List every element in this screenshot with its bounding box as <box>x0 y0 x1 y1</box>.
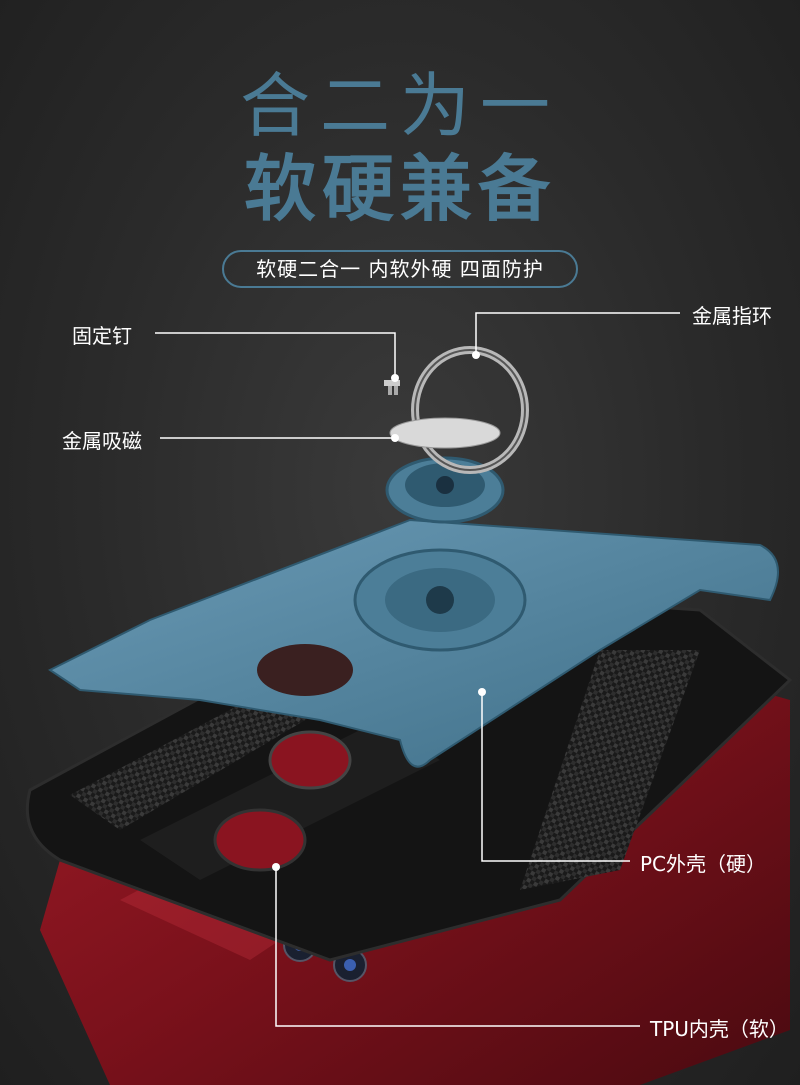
callout-dots <box>272 351 486 871</box>
fixing-pin <box>384 380 400 395</box>
feature-tagline: 软硬二合一 内软外硬 四面防护 <box>222 250 578 288</box>
callout-label-fixing-pin: 固定钉 <box>72 324 132 348</box>
callout-label-metal-ring: 金属指环 <box>692 304 772 328</box>
callout-line-metal-ring <box>475 312 680 355</box>
headline-line-1: 合二为一 <box>240 65 560 147</box>
callout-lines <box>155 312 680 1027</box>
callout-line-fixing-pin <box>155 332 396 378</box>
callout-label-pc-shell: PC外壳（硬） <box>640 852 767 876</box>
callout-line-tpu-shell <box>275 867 640 1027</box>
callout-line-pc-shell <box>481 692 630 862</box>
callout-label-tpu-shell: TPU内壳（软） <box>650 1017 789 1041</box>
headline-line-2: 软硬兼备 <box>243 147 556 231</box>
callout-label-metal-magnet: 金属吸磁 <box>62 429 142 453</box>
metal-magnet-plate <box>389 417 501 449</box>
